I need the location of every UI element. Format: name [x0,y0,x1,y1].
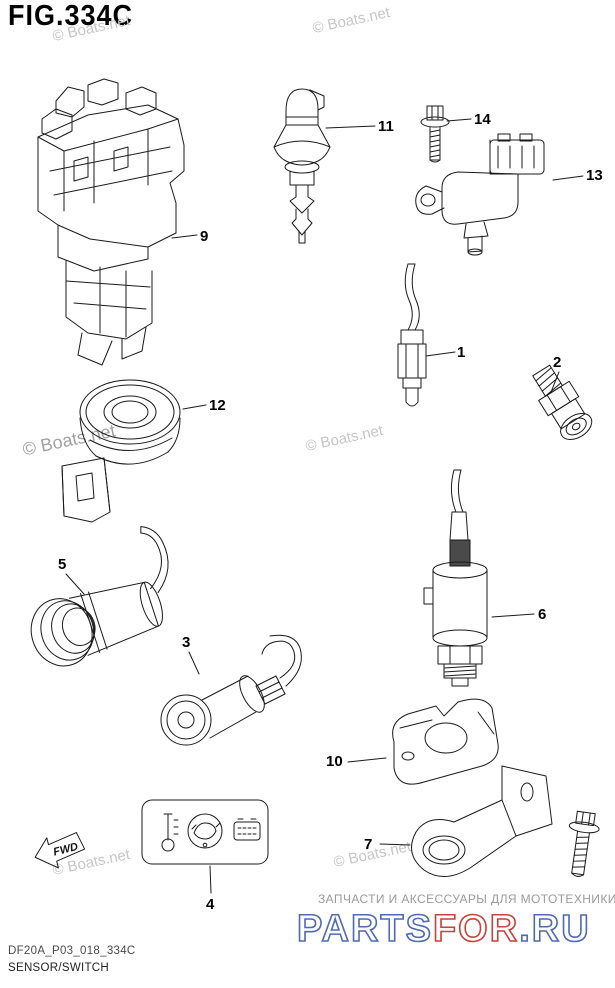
part-callout-2[interactable]: 2 [553,354,562,371]
part-callout-4[interactable]: 4 [206,896,215,913]
part-callout-3[interactable]: 3 [182,634,191,651]
oil-icon [187,813,223,849]
fwd-label: FWD [52,841,79,859]
part-callout-10[interactable]: 10 [326,753,343,770]
partsfor-watermark-blue2: .RU [519,908,590,950]
partsfor-watermark-blue1: PARTS [297,908,433,950]
part-callout-7[interactable]: 7 [364,836,373,853]
svg-text:PARTSFOR.RU: PARTSFOR.RU [297,908,591,950]
part-12-drawing [61,379,181,523]
part-callout-14[interactable]: 14 [474,111,491,128]
part-9-drawing [37,78,185,366]
part-6-drawing [423,469,488,687]
battery-icon [233,818,261,841]
part-14-drawing [420,105,450,163]
part-callout-5[interactable]: 5 [58,556,67,573]
part-callout-9[interactable]: 9 [200,228,209,245]
temperature-icon [161,813,179,852]
part-3-drawing [160,634,302,746]
part-4-decal-drawing [141,799,269,865]
part-bolt-drawing [568,810,600,877]
part-1-drawing [397,263,427,407]
part-callout-1[interactable]: 1 [457,344,466,361]
part-5-drawing [30,526,169,667]
figure-title: FIG.334C [8,0,134,32]
part-callout-13[interactable]: 13 [586,167,603,184]
part-10-drawing [392,698,499,785]
fwd-arrow: FWD [34,832,86,869]
drawing-code: DF20A_P03_018_334C [8,945,136,957]
leader-lines [65,118,584,894]
footer-russian-text: ЗАПЧАСТИ И АКСЕССУАРЫ ДЛЯ МОТОТЕХНИКИ [318,892,615,906]
part-callout-12[interactable]: 12 [209,397,226,414]
drawing-title: SENSOR/SWITCH [8,962,110,974]
part-2-drawing [532,364,593,440]
partsfor-watermark-red: FOR [433,908,519,950]
part-11-drawing [273,88,331,244]
part-callout-6[interactable]: 6 [538,606,547,623]
part-7-drawing [411,765,553,877]
part-callout-11[interactable]: 11 [378,118,394,135]
part-13-drawing [415,133,545,256]
partsfor-watermark: PARTSFOR.RU [296,907,591,951]
